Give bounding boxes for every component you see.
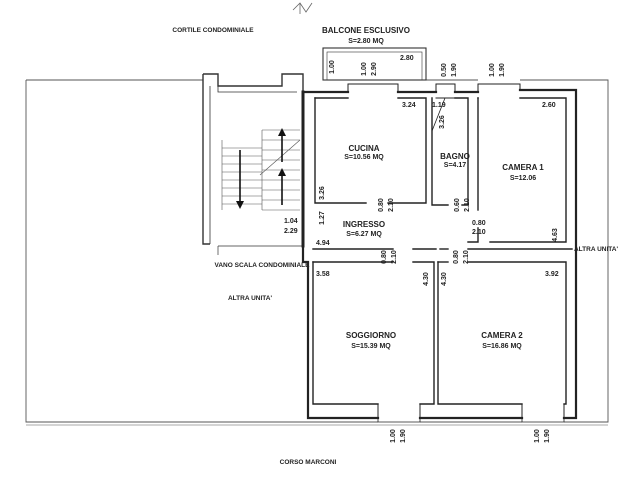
dim-cam2-door-h: 2.10 <box>463 250 470 264</box>
dim-balcony-width: 2.80 <box>400 55 414 62</box>
dim-sogg-door-h: 2.10 <box>391 250 398 264</box>
dim-cam1-window-w: 1.00 <box>489 63 496 77</box>
living-area: S=15.39 MQ <box>351 343 391 350</box>
entrance-area: S=6.27 MQ <box>346 231 382 238</box>
dim-sogg-width: 3.58 <box>316 271 330 278</box>
dim-sogg-door-w: 0.80 <box>381 250 388 264</box>
bath-name: BAGNO <box>440 152 470 161</box>
street-label: CORSO MARCONI <box>280 459 337 466</box>
dim-ingresso-width: 4.94 <box>316 240 330 247</box>
dim-cam1-door-w: 0.80 <box>472 220 486 227</box>
dim-cam2-window-h: 1.90 <box>544 429 551 443</box>
bedroom2-area: S=16.86 MQ <box>482 343 522 350</box>
dim-ingresso-door-h: 2.29 <box>284 228 298 235</box>
other-unit-left-label: ALTRA UNITA' <box>228 295 272 302</box>
other-unit-right-label: ALTRA UNITA' <box>574 246 618 253</box>
kitchen-area: S=10.56 MQ <box>344 154 384 161</box>
courtyard-label: CORTILE CONDOMINIALE <box>172 27 254 34</box>
dim-bath-door-h: 2.10 <box>464 198 471 212</box>
dim-sogg-window-w: 1.00 <box>390 429 397 443</box>
dim-cam2-width: 3.92 <box>545 271 559 278</box>
dim-cam1-width: 2.60 <box>542 102 556 109</box>
balcony-title: BALCONE ESCLUSIVO <box>322 26 410 35</box>
bedroom1-area: S=12.06 <box>510 175 536 182</box>
dim-bath-door-w: 0.60 <box>454 198 461 212</box>
dim-sogg-depth: 4.30 <box>423 272 430 286</box>
dim-balcony-height: 1.00 <box>329 60 336 74</box>
dim-bath-window-w: 0.50 <box>441 63 448 77</box>
dim-bath-depth: 3.26 <box>439 115 446 129</box>
dim-cam1-door-h: 2.10 <box>472 229 486 236</box>
kitchen-name: CUCINA <box>348 144 379 153</box>
dim-kitchen-width: 3.24 <box>402 102 416 109</box>
dim-bath-window-h: 1.90 <box>451 63 458 77</box>
building-outline <box>25 79 609 426</box>
balcony-area: S=2.80 MQ <box>348 38 384 45</box>
dim-kitchen-window-h: 2.90 <box>371 62 378 76</box>
dim-cam2-depth: 4.30 <box>441 272 448 286</box>
dim-bath-width: 1.19 <box>432 102 446 109</box>
balcony <box>322 47 427 81</box>
bath-area: S=4.17 <box>444 162 466 169</box>
apartment-walls <box>301 83 578 423</box>
dim-kitchen-door-h: 2.10 <box>388 198 395 212</box>
dim-sogg-window-h: 1.90 <box>400 429 407 443</box>
dim-cam2-window-w: 1.00 <box>534 429 541 443</box>
stair-hall-label: VANO SCALA CONDOMINIALE <box>215 262 311 269</box>
dim-cam1-depth: 4.63 <box>552 228 559 242</box>
living-name: SOGGIORNO <box>346 331 396 340</box>
dim-kitchen-window-w: 1.00 <box>361 62 368 76</box>
dim-ingresso-depth: 1.27 <box>319 211 326 225</box>
stair-hall <box>202 73 304 255</box>
dim-kitchen-door-w: 0.80 <box>378 198 385 212</box>
north-arrow-icon <box>292 2 313 14</box>
dim-kitchen-depth: 3.26 <box>319 186 326 200</box>
entrance-name: INGRESSO <box>343 220 385 229</box>
bedroom2-name: CAMERA 2 <box>481 331 523 340</box>
dim-ingresso-door-w: 1.04 <box>284 218 298 225</box>
bedroom1-name: CAMERA 1 <box>502 163 544 172</box>
dim-cam2-door-w: 0.80 <box>453 250 460 264</box>
dim-cam1-window-h: 1.90 <box>499 63 506 77</box>
